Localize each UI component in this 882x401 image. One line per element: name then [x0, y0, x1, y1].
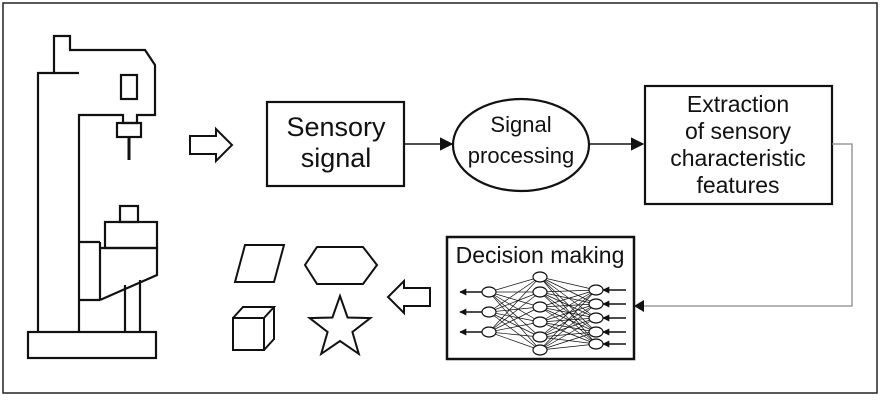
neuron-node [588, 326, 604, 338]
hexagon-icon [303, 246, 379, 285]
decision-making-box: Decision making [445, 235, 636, 361]
neuron-node [481, 306, 497, 318]
neuron-node [588, 338, 604, 350]
extraction-label-1: Extraction [687, 91, 789, 117]
machine-tool-icon [26, 34, 159, 360]
sensory-signal-box: Sensory signal [265, 100, 406, 188]
signal-processing-label-1: Signal [490, 112, 551, 137]
extraction-box: Extraction of sensory characteristic fea… [643, 84, 834, 206]
extraction-label-2: of sensory [685, 118, 792, 144]
neuron-node [532, 286, 548, 298]
neuron-node [588, 284, 604, 296]
neuron-node [532, 271, 548, 283]
neuron-node [588, 312, 604, 324]
figure-frame [2, 2, 878, 394]
cube-icon [232, 306, 277, 351]
neuron-node [588, 298, 604, 310]
sensory-signal-label-2: signal [301, 143, 372, 173]
feedback-connector [644, 143, 853, 307]
star-icon [306, 292, 374, 357]
extraction-label-4: features [696, 172, 779, 198]
signal-processing-label-2: processing [468, 143, 574, 168]
signal-processing-ellipse: Signal processing [451, 97, 591, 193]
neuron-node [481, 286, 497, 298]
extraction-label-3: characteristic [670, 145, 805, 171]
neuron-node [532, 316, 548, 328]
hollow-arrow-icon [189, 126, 234, 164]
neuron-node [532, 331, 548, 343]
decision-making-label: Decision making [456, 242, 625, 268]
neuron-node [481, 326, 497, 338]
neuron-node [532, 301, 548, 313]
neural-network-icon [459, 271, 626, 356]
parallelogram-icon [233, 244, 286, 283]
hollow-arrow-left-icon [386, 278, 431, 316]
neuron-node [532, 344, 548, 356]
arrow-head [634, 300, 644, 312]
sensory-signal-label-1: Sensory [286, 112, 386, 142]
